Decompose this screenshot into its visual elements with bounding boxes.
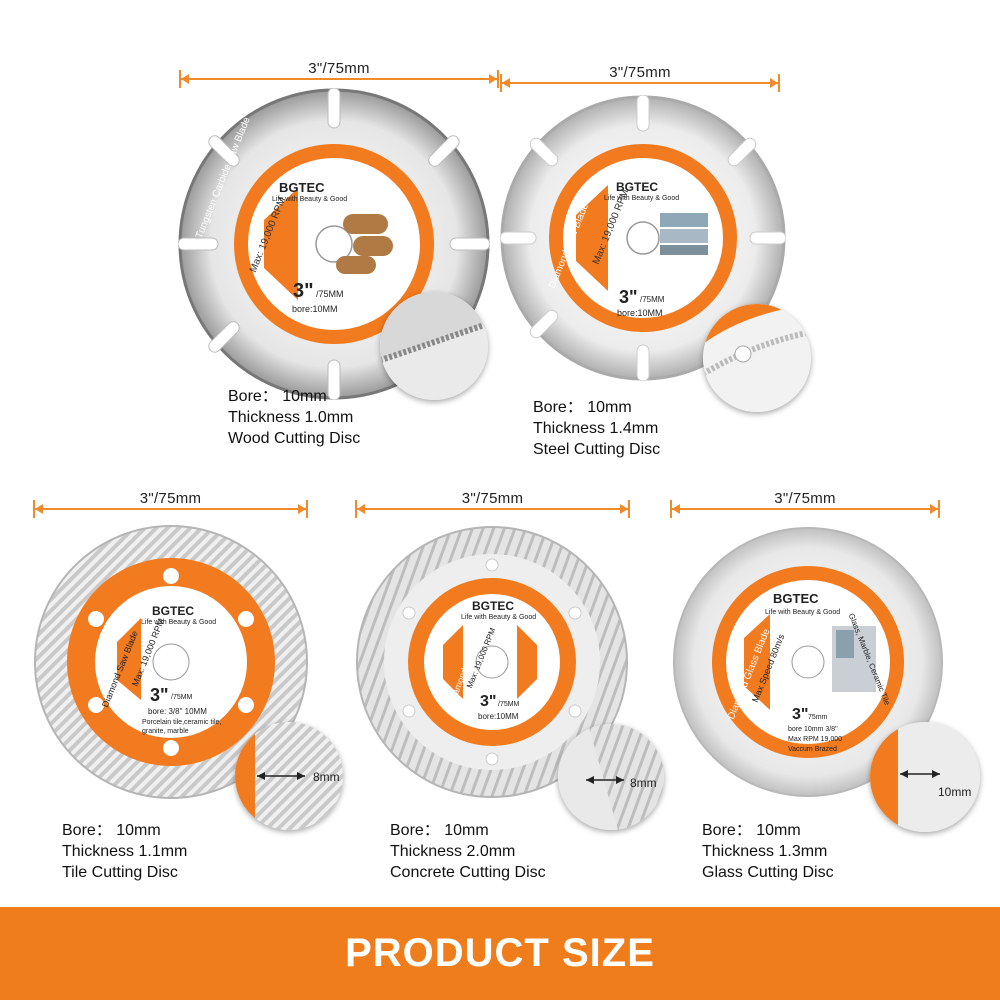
glass-cutting-disc [672,526,944,798]
disc-size-small: /75MM [498,701,520,708]
spec-name: Steel Cutting Disc [533,441,661,458]
brand-logo: BGTEC [616,180,658,194]
steel-spec: Bore： 10mm Thickness 1.4mm Steel Cutting… [533,397,660,460]
zoom-size-label: 10mm [938,785,972,799]
dimension-concrete: 3"/75mm [355,490,630,518]
brand-slogan: Life with Beauty & Good [461,614,537,621]
disc-size-small: /75MM [171,694,193,701]
brand-slogan: Life with Beauty & Good [765,609,841,616]
spec-bore: Bore： 10mm [390,822,489,839]
spec-thickness: Thickness 1.4mm [533,420,659,437]
dimension-label: 3"/75mm [609,64,671,81]
glass-edge-zoom [870,722,980,832]
spec-bore: Bore： 10mm [702,822,801,839]
disc-extra-text: Porcelain tile,ceramic tile, granite, ma… [142,719,222,735]
steel-edge-zoom [703,304,811,412]
spec-bore: Bore： 10mm [228,388,327,405]
zoom-size-label: 8mm [313,770,340,784]
spec-bore: Bore： 10mm [62,822,161,839]
tile-cutting-disc [33,524,309,800]
disc-size-big: 3" [480,693,497,710]
tile-spec: Bore： 10mm Thickness 1.1mm Tile Cutting … [62,820,187,883]
spec-thickness: Thickness 1.1mm [62,843,188,860]
steel-cutting-disc [500,95,786,381]
dimension-label: 3"/75mm [139,490,202,507]
dimension-wood: 3"/75mm [179,60,499,88]
disc-extra-text-2: Vaccum Brazed [788,746,837,753]
banner-title: PRODUCT SIZE [345,931,655,975]
spec-name: Tile Cutting Disc [62,864,178,881]
disc-bore-text: bore: 3/8" 10MM [148,707,207,716]
product-size-banner: PRODUCT SIZE [0,907,1000,1000]
disc-bore-text: bore 10mm 3/8" [788,726,838,733]
brand-slogan: Life with Beauty & Good [604,195,680,202]
spec-name: Concrete Cutting Disc [390,864,546,881]
disc-bore-text: bore:10MM [617,308,663,318]
disc-bore-text: bore:10MM [478,712,519,721]
dimension-label: 3"/75mm [774,490,836,507]
tile-edge-zoom [235,722,343,830]
concrete-cutting-disc [355,525,629,799]
wood-edge-zoom [380,292,488,400]
disc-size-small: /75MM [640,295,665,304]
zoom-size-label: 8mm [630,776,657,790]
concrete-edge-zoom [558,724,664,830]
brand-logo: BGTEC [279,180,325,195]
disc-size-big: 3" [293,280,314,302]
spec-name: Wood Cutting Disc [228,430,361,447]
wood-spec: Bore： 10mm Thickness 1.0mm Wood Cutting … [228,386,360,449]
disc-size-small: 75mm [808,714,828,721]
brand-slogan: Life with Beauty & Good [272,196,348,203]
wood-cutting-disc [178,88,490,400]
concrete-spec: Bore： 10mm Thickness 2.0mm Concrete Cutt… [390,820,546,883]
brand-logo: BGTEC [773,591,819,606]
brand-logo: BGTEC [152,604,194,618]
disc-size-big: 3" [619,287,638,307]
disc-size-big: 3" [792,706,809,723]
dimension-tile: 3"/75mm [33,490,308,518]
dimension-label: 3"/75mm [461,490,524,507]
spec-thickness: Thickness 2.0mm [390,843,516,860]
disc-size-big: 3" [150,685,169,705]
brand-slogan: Life with Beauty & Good [141,619,217,626]
spec-thickness: Thickness 1.3mm [702,843,828,860]
disc-size-small: /75MM [316,289,344,299]
dimension-label: 3"/75mm [308,60,370,77]
disc-extra-text: Max RPM 19,000 [788,736,843,743]
spec-bore: Bore： 10mm [533,399,632,416]
disc-bore-text: bore:10MM [292,304,338,314]
dimension-steel: 3"/75mm [500,64,780,92]
spec-thickness: Thickness 1.0mm [228,409,354,426]
brand-logo: BGTEC [472,599,514,613]
glass-spec: Bore： 10mm Thickness 1.3mm Glass Cutting… [702,820,834,883]
spec-name: Glass Cutting Disc [702,864,834,881]
dimension-glass: 3"/75mm [670,490,940,518]
